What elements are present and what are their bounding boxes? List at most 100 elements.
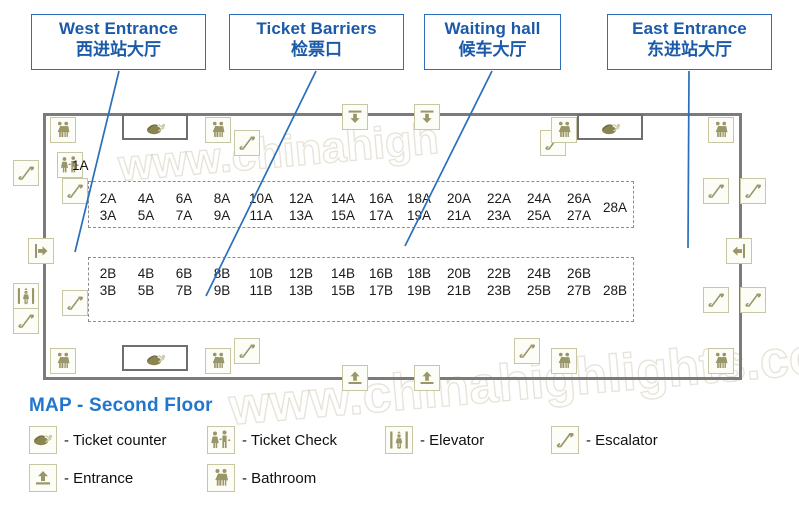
gate-column: 24B 25B <box>521 265 557 299</box>
legend-label: - Bathroom <box>242 469 317 487</box>
ticket-counter-icon[interactable] <box>598 116 624 142</box>
bathroom-icon[interactable] <box>50 348 76 374</box>
escalator-icon[interactable] <box>740 178 766 204</box>
callout-waiting-hall[interactable]: Waiting hall 候车大厅 <box>424 14 561 70</box>
gate-number: 24B <box>526 266 552 281</box>
gate-number: 7A <box>175 208 193 223</box>
callout-label-en: West Entrance <box>58 19 179 38</box>
bathroom-icon[interactable] <box>50 117 76 143</box>
gate-number: 12B <box>288 266 314 281</box>
legend-label: - Ticket Check <box>242 431 338 449</box>
callout-label-zh: 西进站大厅 <box>76 39 161 59</box>
gate-number: 12A <box>288 191 314 206</box>
gate-column: 8A 9A <box>206 190 238 224</box>
gate-number: 8B <box>213 266 231 281</box>
bathroom-icon[interactable] <box>708 348 734 374</box>
escalator-icon[interactable] <box>703 287 729 313</box>
escalator-icon[interactable] <box>703 178 729 204</box>
gate-number: 2A <box>99 191 117 206</box>
entrance-icon <box>29 464 57 492</box>
callout-label-en: East Entrance <box>632 19 747 38</box>
gate-number: 9A <box>213 208 231 223</box>
gate-number: 27B <box>566 283 592 298</box>
gate-number: 3B <box>99 283 117 298</box>
bathroom-icon[interactable] <box>708 117 734 143</box>
ticket-counter-icon[interactable] <box>143 116 169 142</box>
elevator-icon <box>385 426 413 454</box>
gate-number: 10A <box>248 191 274 206</box>
callout-label-zh: 候车大厅 <box>458 39 527 59</box>
gate-number: 17A <box>368 208 394 223</box>
legend-item-entrance: - Entrance <box>29 464 133 492</box>
gate-number: 2B <box>99 266 117 281</box>
gate-column: 26A 27A <box>561 190 597 224</box>
map-legend: MAP - Second Floor - Ticket counter - Ti… <box>0 392 799 509</box>
gate-number: 27A <box>566 208 592 223</box>
escalator-icon[interactable] <box>62 178 88 204</box>
legend-item-ticket-counter: - Ticket counter <box>29 426 167 454</box>
legend-label: - Entrance <box>64 469 134 487</box>
gate-column: 10B 11B <box>243 265 279 299</box>
gate-number: 14A <box>330 191 356 206</box>
escalator-icon[interactable] <box>234 338 260 364</box>
building-outline <box>43 113 742 380</box>
gate-number: 4B <box>137 266 155 281</box>
escalator-icon[interactable] <box>13 308 39 334</box>
gate-column: 4A 5A <box>130 190 162 224</box>
entrance-icon[interactable] <box>28 238 54 264</box>
bathroom-icon[interactable] <box>205 117 231 143</box>
elevator-icon[interactable] <box>13 283 39 309</box>
escalator-icon[interactable] <box>234 130 260 156</box>
callout-ticket-barriers[interactable]: Ticket Barriers 检票口 <box>229 14 404 70</box>
gate-column: 10A 11A <box>243 190 279 224</box>
escalator-icon[interactable] <box>514 338 540 364</box>
entrance-icon[interactable] <box>414 365 440 391</box>
gate-number: 10B <box>248 266 274 281</box>
gate-number: 18B <box>406 266 432 281</box>
gate-number: 26B <box>566 266 592 281</box>
entrance-icon[interactable] <box>726 238 752 264</box>
gate-number: 18A <box>406 191 432 206</box>
gate-column: 22B 23B <box>481 265 517 299</box>
gate-number: 28A <box>602 200 628 215</box>
gate-column: 20A 21A <box>441 190 477 224</box>
entrance-icon[interactable] <box>342 365 368 391</box>
gate-number: 25A <box>526 208 552 223</box>
gate-column: 6A 7A <box>168 190 200 224</box>
gate-number: 16A <box>368 191 394 206</box>
gate-number: 13A <box>288 208 314 223</box>
callout-label-en: Waiting hall <box>444 19 541 38</box>
gate-number: 6B <box>175 266 193 281</box>
legend-item-ticket-check: - Ticket Check <box>207 426 337 454</box>
gate-column: 20B 21B <box>441 265 477 299</box>
callout-east-entrance[interactable]: East Entrance 东进站大厅 <box>607 14 772 70</box>
callout-west-entrance[interactable]: West Entrance 西进站大厅 <box>31 14 206 70</box>
gate-column: 18B 19B <box>401 265 437 299</box>
legend-item-escalator: - Escalator <box>551 426 658 454</box>
gate-column: 2B 3B <box>92 265 124 299</box>
gate-number: 4A <box>137 191 155 206</box>
legend-item-bathroom: - Bathroom <box>207 464 316 492</box>
bathroom-icon[interactable] <box>551 348 577 374</box>
ticket-counter-icon[interactable] <box>143 347 169 373</box>
gate-number: 8A <box>213 191 231 206</box>
escalator-icon[interactable] <box>740 287 766 313</box>
entrance-icon[interactable] <box>414 104 440 130</box>
gate-number: 14B <box>330 266 356 281</box>
gate-column-single: 28B <box>597 282 633 299</box>
escalator-icon[interactable] <box>13 160 39 186</box>
gate-number: 6A <box>175 191 193 206</box>
callout-label-zh: 检票口 <box>291 39 342 59</box>
gate-number: 13B <box>288 283 314 298</box>
escalator-icon[interactable] <box>62 290 88 316</box>
gate-column: 18A 19A <box>401 190 437 224</box>
gate-column: 8B 9B <box>206 265 238 299</box>
gate-column: 14A 15A <box>325 190 361 224</box>
bathroom-icon[interactable] <box>551 117 577 143</box>
entrance-icon[interactable] <box>342 104 368 130</box>
gate-number: 23A <box>486 208 512 223</box>
gate-number: 19A <box>406 208 432 223</box>
gate-number: 5A <box>137 208 155 223</box>
bathroom-icon[interactable] <box>205 348 231 374</box>
gate-number: 22B <box>486 266 512 281</box>
